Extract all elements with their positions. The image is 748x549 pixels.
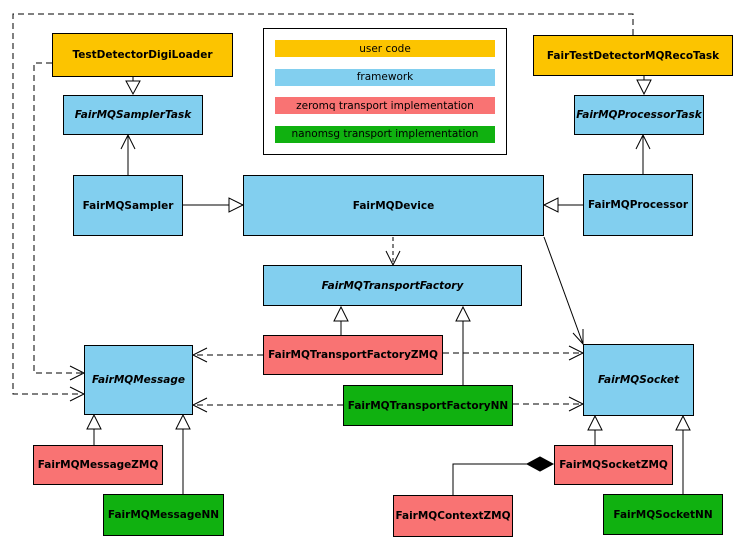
edge-factoryzmq-to-factory [333,305,349,335]
edge-socketnn-to-socket [675,414,691,494]
legend-item-zeromq: zeromq transport implementation [275,97,495,115]
open-arrowhead-icon [191,347,208,363]
edge-factoryzmq-to-socket [443,345,585,361]
node-fairmq-socket-zmq: FairMQSocketZMQ [554,445,673,485]
hollow-triangle-icon [455,305,471,322]
hollow-triangle-icon [125,80,141,96]
edge-factorynn-to-message [191,397,343,413]
open-arrowhead-icon [120,133,136,150]
edge-digiloader-to-samplertask [125,77,141,96]
node-fair-test-detector-mq-reco-task: FairTestDetectorMQRecoTask [533,35,733,76]
node-fairmq-message-zmq: FairMQMessageZMQ [33,445,163,485]
edge-sampler-to-samplertask [120,133,136,175]
edge-factoryzmq-to-message [191,347,263,363]
node-fairmq-socket: FairMQSocket [583,344,694,416]
filled-diamond-icon [525,456,555,472]
edge-socketzmq-to-socket [587,414,603,445]
hollow-triangle-icon [86,413,102,430]
node-fairmq-sampler: FairMQSampler [73,175,183,236]
hollow-triangle-icon [542,197,559,213]
legend-label: user code [359,42,411,55]
legend-label: zeromq transport implementation [296,99,474,112]
node-fairmq-context-zmq: FairMQContextZMQ [393,495,513,537]
legend-item-nanomsg: nanomsg transport implementation [275,125,495,143]
edge-contextzmq-to-socketzmq [452,456,555,495]
legend: user code framework zeromq transport imp… [263,28,507,155]
legend-label: framework [356,71,414,84]
node-fairmq-processor: FairMQProcessor [583,174,693,236]
edge-factorynn-to-socket [513,396,585,412]
edge-factorynn-to-factory [455,305,471,385]
node-fairmq-message: FairMQMessage [84,345,193,415]
node-fairmq-processor-task: FairMQProcessorTask [574,95,704,135]
hollow-triangle-icon [587,414,603,431]
open-arrowhead-icon [191,397,208,413]
edge-messagezmq-to-message [86,413,102,445]
legend-item-framework: framework [275,68,495,86]
node-fairmq-transport-factory: FairMQTransportFactory [263,265,522,306]
edge-messagenn-to-message [175,413,191,494]
open-arrowhead-icon [635,133,651,150]
node-fairmq-sampler-task: FairMQSamplerTask [63,95,203,135]
hollow-triangle-icon [333,305,349,322]
node-fairmq-device: FairMQDevice [243,175,544,236]
edge-recotask-to-processortask [636,76,652,96]
hollow-triangle-icon [228,197,245,213]
edge-device-to-socket [543,236,584,346]
hollow-triangle-icon [175,413,191,430]
node-fairmq-socket-nn: FairMQSocketNN [603,494,723,535]
hollow-triangle-icon [636,79,652,96]
edge-device-to-factory [385,237,401,267]
edge-sampler-to-device [183,197,245,213]
legend-label: nanomsg transport implementation [291,128,479,141]
node-fairmq-message-nn: FairMQMessageNN [103,494,224,536]
legend-item-user-code: user code [275,40,495,58]
node-fairmq-transport-factory-nn: FairMQTransportFactoryNN [343,385,513,426]
edge-processor-to-processortask [635,133,651,174]
hollow-triangle-icon [675,414,691,431]
node-fairmq-transport-factory-zmq: FairMQTransportFactoryZMQ [263,335,443,375]
node-test-detector-digi-loader: TestDetectorDigiLoader [52,33,233,77]
edge-processor-to-device [542,197,583,213]
